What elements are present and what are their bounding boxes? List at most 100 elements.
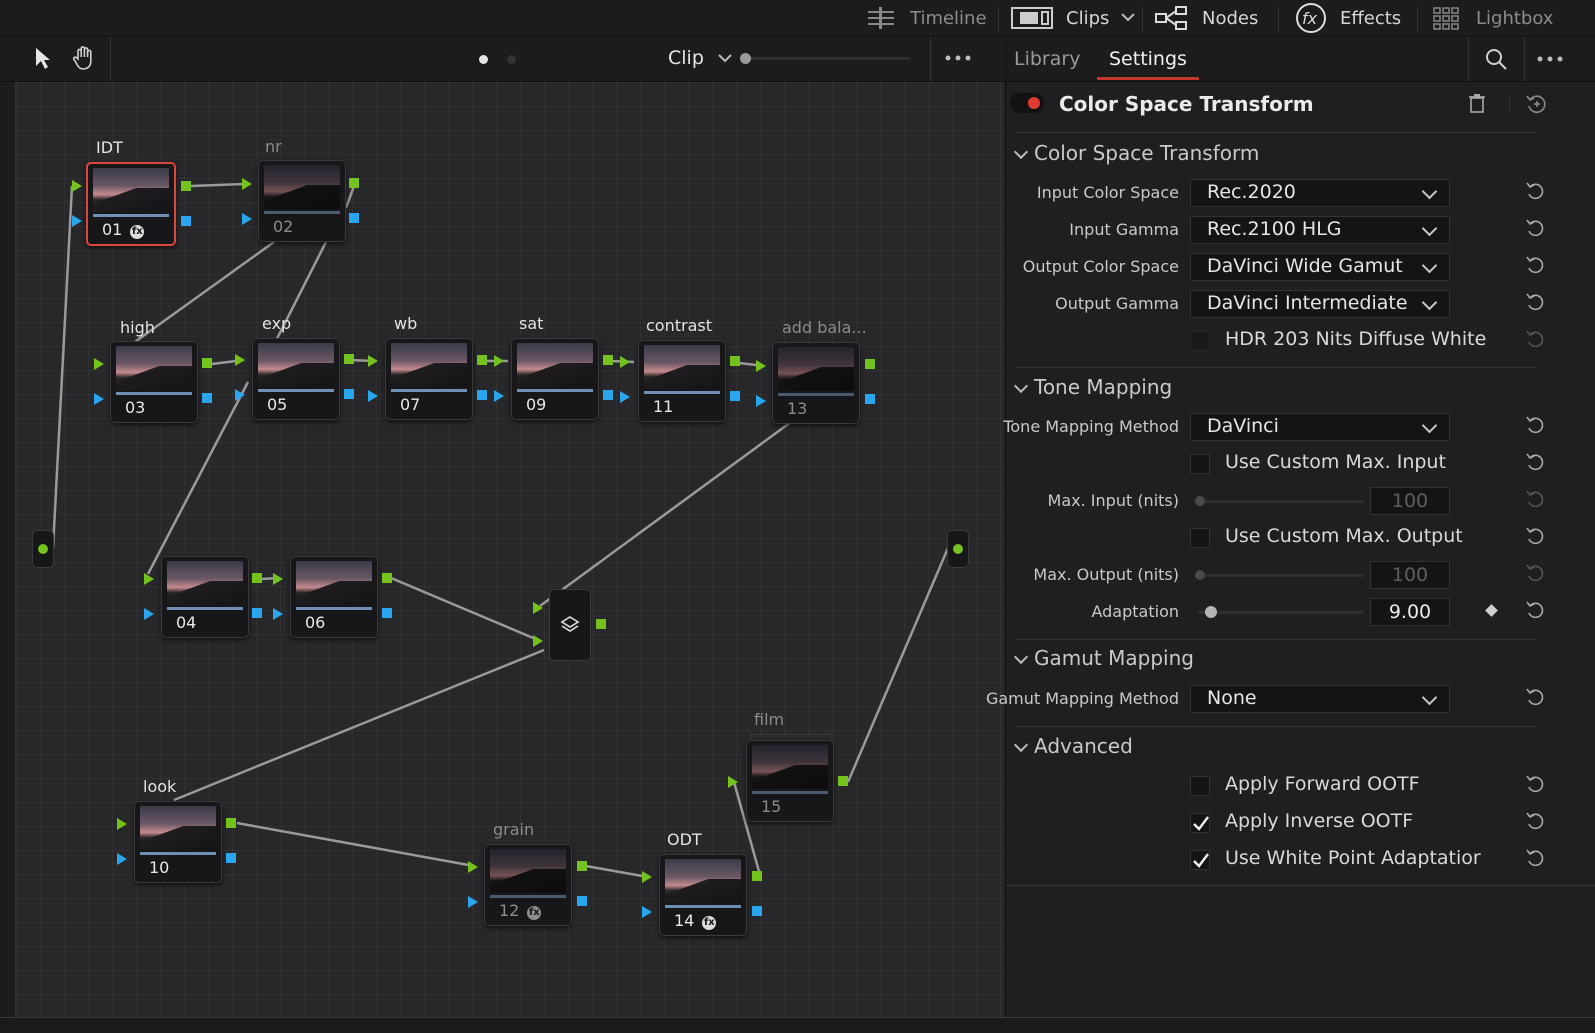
reset-icon[interactable] (1524, 291, 1546, 313)
node-thumbnail (167, 561, 243, 605)
output-color-space-dropdown[interactable]: DaVinci Wide Gamut (1190, 253, 1450, 281)
adaptation-slider[interactable] (1198, 611, 1364, 614)
tab-library[interactable]: Library (1014, 48, 1081, 70)
node-10-look[interactable]: 10 (134, 801, 222, 883)
left-edge-strip (0, 82, 16, 1017)
reset-icon[interactable] (1524, 773, 1546, 795)
source-input-terminal[interactable] (32, 530, 54, 568)
reset-icon[interactable] (1524, 328, 1546, 350)
max-input-value[interactable]: 100 (1370, 487, 1450, 515)
max-input-slider[interactable] (1198, 500, 1364, 503)
node-number: 01 (102, 220, 123, 239)
page-dot[interactable] (507, 55, 516, 64)
node-05-exp[interactable]: 05 (252, 338, 340, 420)
node-label-sat: sat (519, 314, 544, 333)
node-11-contrast[interactable]: 11 (638, 340, 726, 422)
gamut-mapping-method-dropdown[interactable]: None (1190, 685, 1450, 713)
node-04[interactable]: 04 (161, 556, 249, 638)
effect-enable-toggle[interactable] (1010, 93, 1044, 113)
output-gamma-dropdown[interactable]: DaVinci Intermediate (1190, 290, 1450, 318)
node-02-nr[interactable]: 02 (258, 160, 346, 242)
tab-settings[interactable]: Settings (1109, 48, 1187, 70)
reset-icon[interactable] (1524, 488, 1546, 510)
use-custom-max-input-label: Use Custom Max. Input (1225, 451, 1446, 473)
zoom-slider-knob[interactable] (740, 53, 751, 64)
clip-mode-dropdown[interactable]: Clip (668, 47, 734, 69)
node-label-idt: IDT (96, 138, 123, 157)
section-gamut-mapping[interactable]: Gamut Mapping (1034, 646, 1194, 670)
more-options-icon[interactable] (944, 53, 972, 63)
reset-icon[interactable] (1524, 810, 1546, 832)
more-options-icon[interactable] (1536, 54, 1564, 64)
use-custom-max-input-checkbox[interactable] (1190, 454, 1210, 474)
input-gamma-dropdown[interactable]: Rec.2100 HLG (1190, 216, 1450, 244)
max-output-value[interactable]: 100 (1370, 561, 1450, 589)
node-03-high[interactable]: 03 (110, 341, 198, 423)
reset-icon[interactable] (1524, 414, 1546, 436)
reset-all-icon[interactable] (1525, 92, 1549, 116)
chevron-down-icon[interactable] (1013, 649, 1029, 665)
node-thumbnail (752, 745, 828, 789)
hdr-203-nits-checkbox[interactable] (1190, 331, 1210, 351)
section-color-space-transform[interactable]: Color Space Transform (1034, 141, 1260, 165)
node-number: 07 (400, 395, 421, 414)
timeline-label: Timeline (910, 7, 987, 29)
node-09-sat[interactable]: 09 (511, 338, 599, 420)
node-07-wb[interactable]: 07 (385, 338, 473, 420)
node-thumbnail (665, 859, 741, 903)
hand-tool-icon[interactable] (72, 45, 96, 71)
adaptation-slider-knob[interactable] (1205, 606, 1217, 618)
reset-icon[interactable] (1524, 217, 1546, 239)
node-06[interactable]: 06 (290, 556, 378, 638)
tone-mapping-method-dropdown[interactable]: DaVinci (1190, 413, 1450, 441)
reset-icon[interactable] (1524, 562, 1546, 584)
fx-badge-icon: fx (702, 916, 717, 930)
chevron-down-icon[interactable] (1013, 378, 1029, 394)
pointer-tool-icon[interactable] (34, 47, 52, 71)
nodes-button[interactable]: Nodes (1154, 0, 1258, 36)
chevron-down-icon[interactable] (1013, 737, 1029, 753)
timeline-button[interactable]: Timeline (866, 0, 987, 36)
reset-icon[interactable] (1524, 686, 1546, 708)
reset-icon[interactable] (1524, 254, 1546, 276)
max-output-slider-knob[interactable] (1195, 570, 1205, 580)
fx-icon: fx (1296, 3, 1326, 33)
zoom-slider[interactable] (742, 57, 910, 60)
apply-forward-ootf-checkbox[interactable] (1190, 776, 1210, 796)
reset-icon[interactable] (1524, 847, 1546, 869)
node-13-add-balance[interactable]: 13 (772, 342, 860, 424)
output-terminal[interactable] (947, 530, 969, 568)
reset-icon[interactable] (1524, 451, 1546, 473)
trash-icon[interactable] (1468, 93, 1486, 113)
reset-icon[interactable] (1524, 599, 1546, 621)
max-input-slider-knob[interactable] (1195, 496, 1205, 506)
use-white-point-adaptation-checkbox[interactable] (1190, 850, 1210, 870)
clips-button[interactable]: Clips (1010, 0, 1139, 36)
search-icon[interactable] (1484, 47, 1508, 71)
use-custom-max-output-checkbox[interactable] (1190, 528, 1210, 548)
effects-button[interactable]: fx Effects (1294, 0, 1401, 36)
layer-mixer-node[interactable] (549, 589, 591, 661)
node-label-exp: exp (262, 314, 292, 333)
chevron-down-icon[interactable] (1013, 144, 1029, 160)
lightbox-button[interactable]: Lightbox (1432, 0, 1553, 36)
reset-icon[interactable] (1524, 180, 1546, 202)
node-number: 05 (267, 395, 288, 414)
lightbox-grid-icon (1433, 7, 1459, 30)
page-dot-active[interactable] (479, 55, 488, 64)
keyframe-diamond-icon[interactable] (1485, 604, 1498, 617)
max-output-slider[interactable] (1198, 574, 1364, 577)
node-number: 13 (787, 399, 808, 418)
input-color-space-dropdown[interactable]: Rec.2020 (1190, 179, 1450, 207)
apply-inverse-ootf-checkbox[interactable] (1190, 813, 1210, 833)
section-tone-mapping[interactable]: Tone Mapping (1034, 375, 1173, 399)
section-advanced[interactable]: Advanced (1034, 734, 1133, 758)
adaptation-value[interactable]: 9.00 (1370, 598, 1450, 626)
node-15-film[interactable]: 15 (746, 740, 834, 822)
reset-icon[interactable] (1524, 525, 1546, 547)
node-number: 12 (499, 901, 520, 920)
